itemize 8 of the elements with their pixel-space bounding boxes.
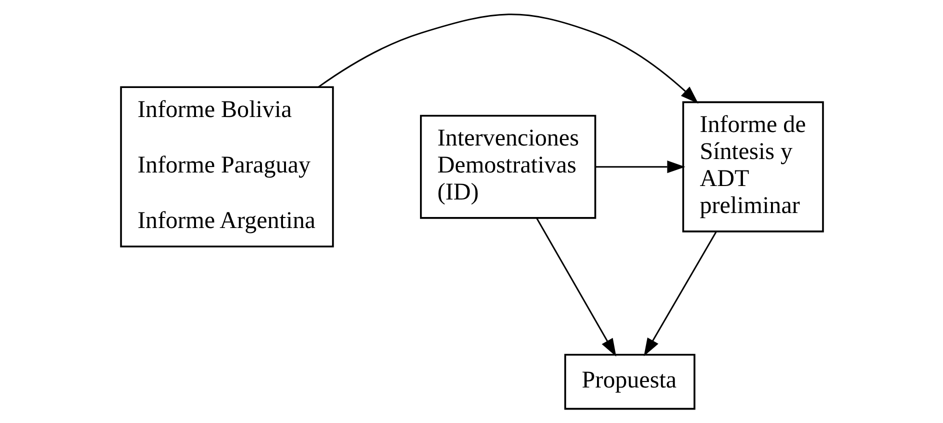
node-box: Intervenciones Demostrativas (ID) <box>420 114 596 219</box>
arrow <box>535 218 616 357</box>
arrow <box>318 14 698 104</box>
node-box: Informe de Síntesis y ADT preliminar <box>682 101 824 232</box>
arrow <box>643 232 716 356</box>
node-box: Informe Bolivia Informe Paraguay Informe Argentina <box>120 86 334 248</box>
node-box: Propuesta <box>564 354 695 410</box>
arrow <box>595 160 685 174</box>
